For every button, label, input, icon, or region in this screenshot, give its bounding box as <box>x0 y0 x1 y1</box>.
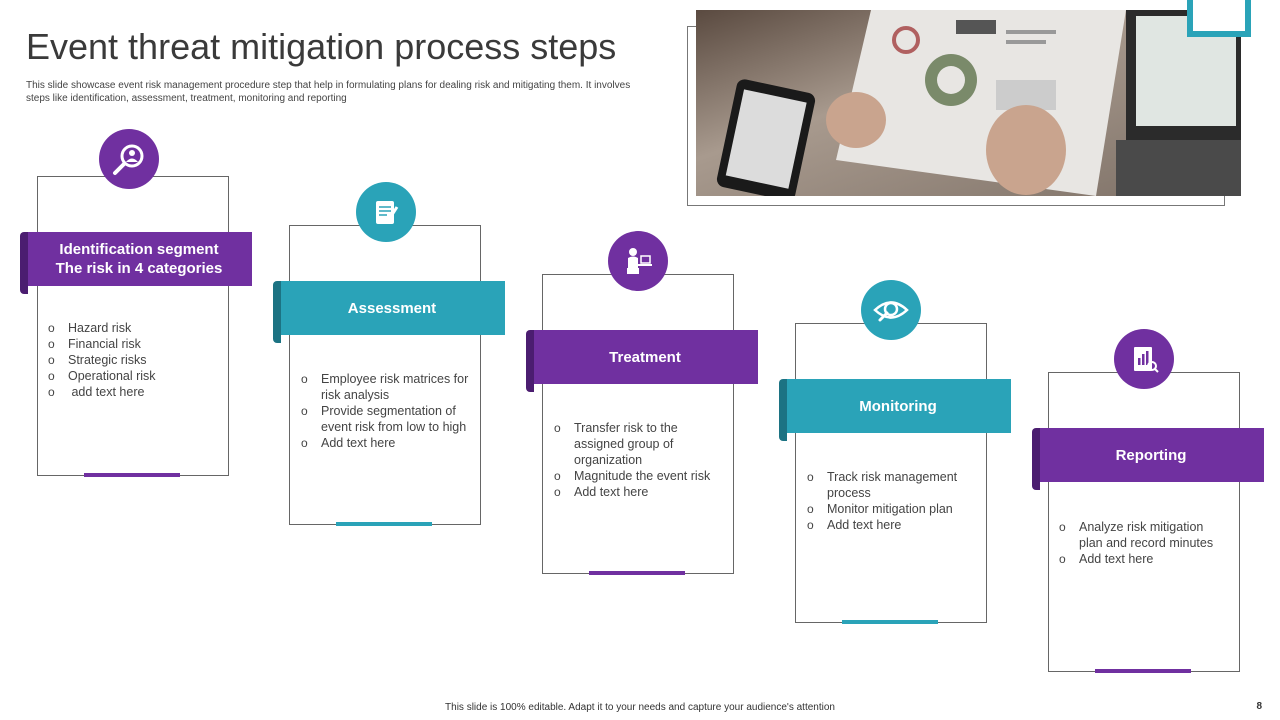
step-list-treatment: Transfer risk to the assigned group of o… <box>552 420 722 500</box>
step-title: Assessment <box>347 299 437 317</box>
slide-footer: This slide is 100% editable. Adapt it to… <box>445 702 835 713</box>
step-title: Treatment <box>609 348 681 366</box>
list-item: Add text here <box>299 435 469 451</box>
step-title-line1: Identification segment <box>59 241 219 258</box>
step-list-monitoring: Track risk management process Monitor mi… <box>805 469 975 533</box>
list-item: Provide segmentation of event risk from … <box>299 403 469 435</box>
page-number: 8 <box>1256 701 1262 712</box>
page-title: Event threat mitigation process steps <box>26 26 617 67</box>
step-title: Monitoring <box>859 397 937 415</box>
report-chart-icon <box>1114 329 1174 389</box>
step-banner-treatment: Treatment <box>526 330 758 392</box>
step-list-assessment: Employee risk matrices for risk analysis… <box>299 371 469 451</box>
list-item: Add text here <box>805 517 975 533</box>
business-analysis-photo <box>696 10 1241 196</box>
list-item: Monitor mitigation plan <box>805 501 975 517</box>
step-list-identification: Hazard risk Financial risk Strategic ris… <box>46 320 226 400</box>
decorative-corner <box>1187 0 1251 37</box>
list-item: Add text here <box>552 484 722 500</box>
list-item: Magnitude the event risk <box>552 468 722 484</box>
list-item: Operational risk <box>46 368 226 384</box>
person-at-desk-icon <box>608 231 668 291</box>
step-banner-monitoring: Monitoring <box>779 379 1011 441</box>
card-accent-bar <box>1095 669 1191 673</box>
step-banner-reporting: Reporting <box>1032 428 1264 490</box>
list-item: Add text here <box>1057 551 1229 567</box>
list-item: Transfer risk to the assigned group of o… <box>552 420 722 468</box>
list-item: add text here <box>46 384 226 400</box>
list-item: Track risk management process <box>805 469 975 501</box>
card-accent-bar <box>589 571 685 575</box>
list-item: Financial risk <box>46 336 226 352</box>
list-item: Employee risk matrices for risk analysis <box>299 371 469 403</box>
slide-subtitle: This slide showcase event risk managemen… <box>26 80 631 104</box>
step-title: Reporting <box>1115 446 1187 464</box>
list-item: Hazard risk <box>46 320 226 336</box>
list-item: Strategic risks <box>46 352 226 368</box>
magnifier-person-icon <box>99 129 159 189</box>
clipboard-pencil-icon <box>356 182 416 242</box>
list-item: Analyze risk mitigation plan and record … <box>1057 519 1229 551</box>
step-banner-identification: Identification segment The risk in 4 cat… <box>20 232 252 294</box>
card-accent-bar <box>84 473 180 477</box>
eye-magnifier-icon <box>861 280 921 340</box>
card-accent-bar <box>842 620 938 624</box>
step-banner-assessment: Assessment <box>273 281 505 343</box>
step-title-line2: The risk in 4 categories <box>55 260 223 277</box>
step-list-reporting: Analyze risk mitigation plan and record … <box>1057 519 1229 567</box>
card-accent-bar <box>336 522 432 526</box>
